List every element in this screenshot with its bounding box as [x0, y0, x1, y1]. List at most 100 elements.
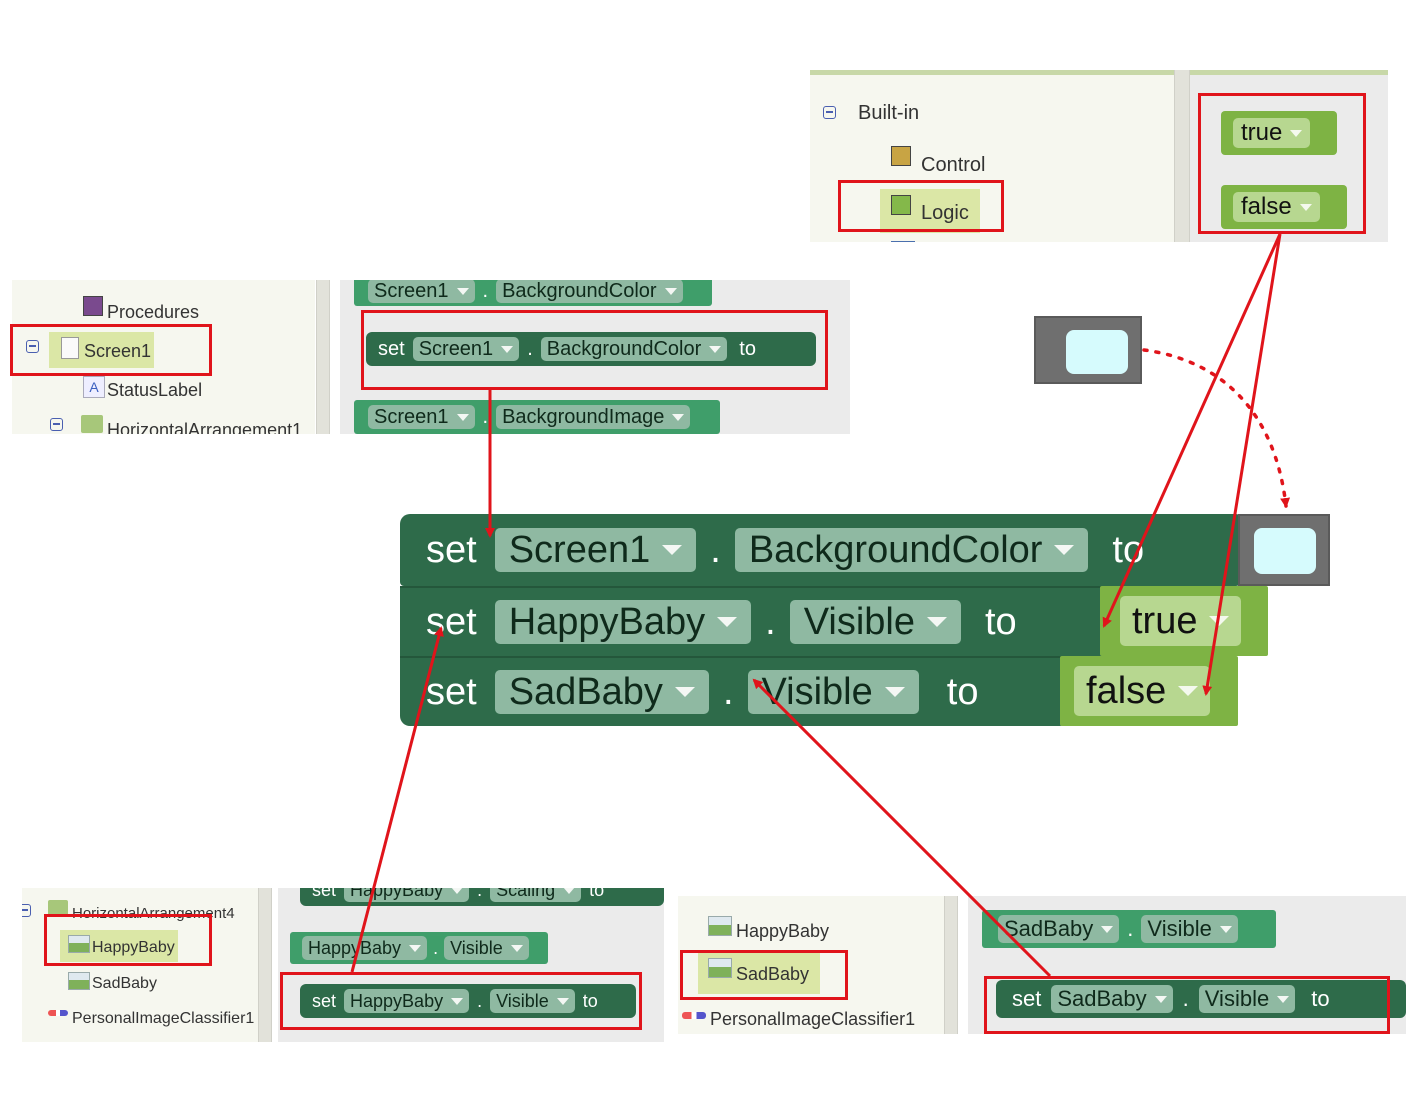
- chevron-down-icon: [1219, 925, 1232, 933]
- screen1-splitter[interactable]: [316, 280, 330, 434]
- component-dropdown[interactable]: HappyBaby: [344, 888, 470, 902]
- screen-icon: [61, 337, 79, 359]
- tree-item-screen1[interactable]: Screen1: [49, 332, 154, 368]
- happybaby-splitter[interactable]: [258, 888, 272, 1042]
- builtin-tree: Built-in Control Logic: [810, 70, 1174, 242]
- collapse-icon[interactable]: [50, 418, 63, 431]
- component-label: HappyBaby: [508, 600, 706, 643]
- classifier-icon: [48, 1010, 68, 1016]
- tree-item-classifier[interactable]: PersonalImageClassifier1: [72, 1010, 255, 1027]
- set-keyword: set: [312, 888, 337, 900]
- tree-item-sadbaby[interactable]: SadBaby: [698, 952, 820, 994]
- getter-screen1-backgroundcolor[interactable]: Screen1 . BackgroundColor: [354, 280, 712, 306]
- component-dropdown[interactable]: HappyBaby: [494, 600, 752, 644]
- palette-splitter[interactable]: [1174, 70, 1190, 242]
- chevron-down-icon: [709, 345, 722, 353]
- getter-happybaby-visible[interactable]: HappyBaby . Visible: [290, 932, 548, 964]
- property-dropdown[interactable]: BackgroundColor: [540, 337, 728, 361]
- chevron-down-icon: [1299, 203, 1312, 211]
- property-dropdown[interactable]: Visible: [747, 670, 919, 714]
- palette-item-logic-row[interactable]: Logic: [880, 189, 980, 233]
- setter-sadbaby-visible[interactable]: set SadBaby . Visible to: [996, 980, 1406, 1018]
- setter-screen1-backgroundcolor[interactable]: set Screen1 . BackgroundColor to: [366, 332, 816, 366]
- property-dropdown[interactable]: BackgroundImage: [496, 405, 691, 429]
- property-label: Visible: [1204, 986, 1270, 1011]
- component-dropdown[interactable]: SadBaby: [494, 670, 709, 714]
- palette-item-procedures[interactable]: Procedures: [107, 302, 200, 322]
- false-label: false: [1086, 669, 1167, 712]
- highlight-setter-sadbaby: [984, 976, 1390, 1034]
- property-dropdown[interactable]: Visible: [789, 600, 961, 644]
- set-keyword: set: [378, 337, 405, 360]
- chevron-down-icon: [563, 888, 576, 894]
- property-label: BackgroundColor: [546, 337, 702, 360]
- set-keyword: set: [312, 990, 337, 1011]
- image-icon: [708, 916, 732, 936]
- property-label: Visible: [1147, 916, 1212, 941]
- true-dropdown[interactable]: true: [1233, 118, 1311, 148]
- dot-separator: .: [1182, 986, 1189, 1011]
- component-dropdown[interactable]: SadBaby: [998, 915, 1120, 943]
- property-dropdown[interactable]: BackgroundColor: [496, 280, 683, 303]
- false-dropdown[interactable]: false: [1233, 192, 1320, 222]
- property-label: Visible: [803, 600, 915, 643]
- component-dropdown[interactable]: Screen1: [368, 405, 475, 429]
- getter-screen1-backgroundimage[interactable]: Screen1 . BackgroundImage: [354, 400, 720, 434]
- setter-row-screen1[interactable]: set Screen1 . BackgroundColor to: [400, 514, 1240, 586]
- false-dropdown[interactable]: false: [1074, 666, 1211, 716]
- tree-item-classifier[interactable]: PersonalImageClassifier1: [710, 1009, 916, 1029]
- component-label: Screen1: [418, 337, 494, 360]
- property-dropdown[interactable]: Visible: [490, 989, 575, 1013]
- component-dropdown[interactable]: HappyBaby: [302, 936, 428, 960]
- setter-happybaby-visible[interactable]: set HappyBaby . Visible to: [300, 984, 636, 1018]
- color-block-attached[interactable]: [1238, 514, 1330, 586]
- setter-row-happybaby[interactable]: set HappyBaby . Visible to: [400, 586, 1104, 656]
- to-keyword: to: [589, 888, 605, 900]
- color-block-floating[interactable]: [1034, 316, 1142, 384]
- component-dropdown[interactable]: HappyBaby: [344, 989, 470, 1013]
- component-dropdown[interactable]: Screen1: [494, 528, 697, 572]
- screen1-panel: Procedures Screen1 A StatusLabel Horizon…: [12, 280, 850, 434]
- collapse-icon[interactable]: [26, 340, 39, 353]
- control-color-icon: [891, 146, 911, 166]
- property-dropdown[interactable]: BackgroundColor: [734, 528, 1089, 572]
- arrow-false-to-main: [1202, 233, 1282, 696]
- dot-separator: .: [477, 990, 483, 1011]
- property-dropdown[interactable]: Scaling: [490, 888, 582, 902]
- sadbaby-flyout: SadBaby . Visible set SadBaby . Visible …: [968, 896, 1406, 1034]
- setter-row-sadbaby[interactable]: set SadBaby . Visible to: [400, 656, 1064, 726]
- tree-item-horizontalarrangement4[interactable]: HorizontalArrangement4: [72, 905, 235, 922]
- component-dropdown[interactable]: SadBaby: [1051, 985, 1173, 1013]
- color-swatch[interactable]: [1066, 330, 1128, 374]
- getter-sadbaby-visible[interactable]: SadBaby . Visible: [982, 910, 1276, 948]
- tree-item-sadbaby[interactable]: SadBaby: [92, 975, 157, 992]
- partial-setter-scaling[interactable]: set HappyBaby . Scaling to: [300, 888, 664, 906]
- property-dropdown[interactable]: Visible: [1198, 985, 1296, 1013]
- property-dropdown[interactable]: Visible: [1141, 915, 1238, 943]
- component-label: SadBaby: [1057, 986, 1147, 1011]
- sadbaby-splitter[interactable]: [944, 896, 958, 1034]
- component-dropdown[interactable]: Screen1: [368, 280, 475, 303]
- dot-separator: .: [765, 600, 776, 643]
- to-keyword: to: [946, 670, 979, 713]
- chevron-down-icon: [451, 997, 464, 1005]
- false-label: false: [1241, 193, 1292, 220]
- component-dropdown[interactable]: Screen1: [412, 337, 520, 361]
- collapse-icon[interactable]: [823, 106, 836, 119]
- collapse-icon[interactable]: [22, 904, 31, 917]
- color-swatch[interactable]: [1254, 528, 1316, 574]
- tree-item-horizontalarrangement1[interactable]: HorizontalArrangement1: [107, 420, 303, 434]
- tree-item-screen1-label: Screen1: [84, 341, 152, 361]
- true-block[interactable]: true: [1221, 111, 1337, 155]
- palette-item-control[interactable]: Control: [921, 154, 986, 176]
- tree-item-happybaby[interactable]: HappyBaby: [736, 921, 830, 941]
- false-block[interactable]: false: [1221, 185, 1347, 229]
- chevron-down-icon: [1290, 129, 1303, 137]
- property-dropdown[interactable]: Visible: [444, 936, 529, 960]
- arrow-sadbaby-to-main: [752, 678, 1052, 978]
- tree-item-statuslabel[interactable]: StatusLabel: [107, 380, 203, 400]
- tree-item-happybaby[interactable]: HappyBaby: [60, 930, 178, 962]
- screen1-tree: Procedures Screen1 A StatusLabel Horizon…: [12, 280, 315, 434]
- component-label: SadBaby: [1004, 916, 1094, 941]
- combined-block-stack: set Screen1 . BackgroundColor to set Hap…: [400, 514, 1330, 738]
